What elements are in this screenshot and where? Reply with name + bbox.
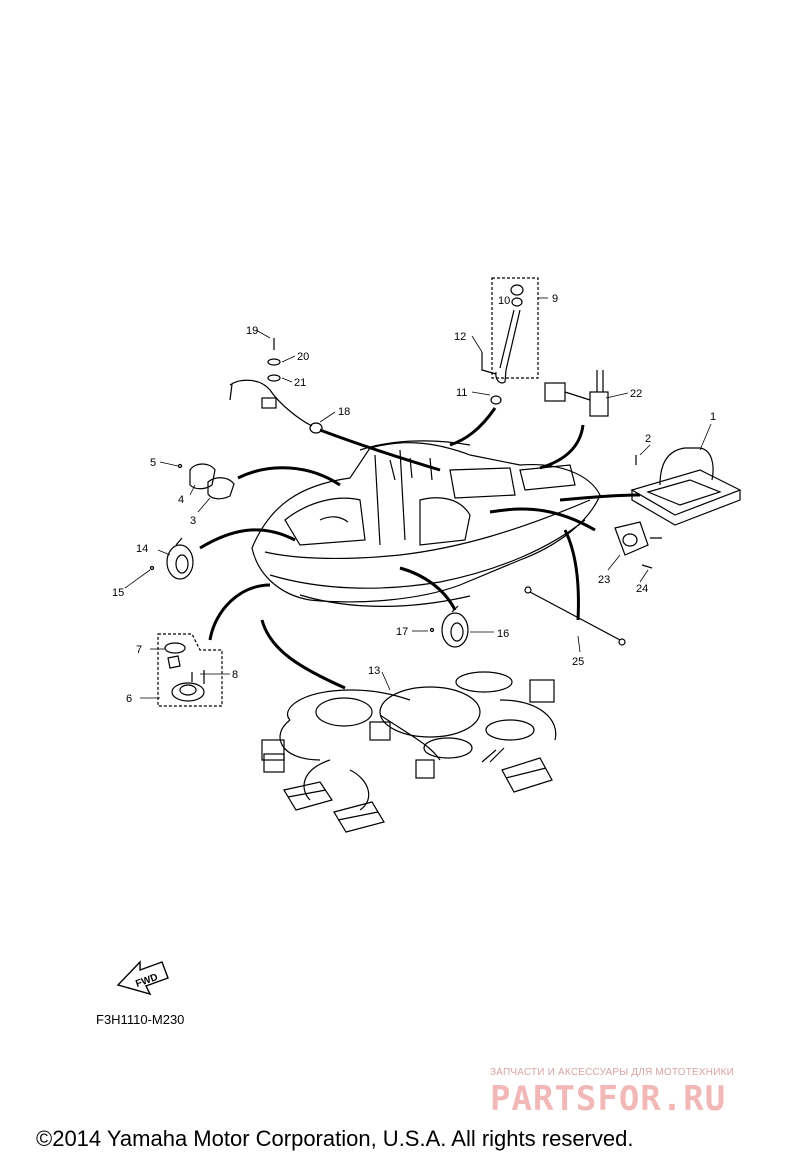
callout-8: 8 bbox=[232, 669, 238, 681]
fwd-arrow: FWD bbox=[116, 960, 169, 996]
lead-wire bbox=[524, 586, 626, 646]
diagram-code: F3H1110-M230 bbox=[96, 1012, 185, 1027]
callout-11: 11 bbox=[456, 387, 467, 399]
callout-18: 18 bbox=[338, 406, 350, 418]
callout-12: 12 bbox=[454, 331, 466, 343]
callout-labels: 1 2 3 4 5 6 7 8 9 10 11 12 13 14 15 16 1… bbox=[112, 293, 716, 705]
speaker-left bbox=[149, 537, 194, 580]
cover-plate bbox=[177, 463, 235, 500]
callout-14: 14 bbox=[136, 543, 148, 555]
callout-1: 1 bbox=[710, 411, 716, 423]
callout-19: 19 bbox=[246, 325, 258, 337]
callout-25: 25 bbox=[572, 656, 584, 668]
callout-24: 24 bbox=[636, 583, 648, 595]
callout-15: 15 bbox=[112, 587, 124, 599]
callout-20: 20 bbox=[297, 351, 309, 363]
callout-5: 5 bbox=[150, 457, 156, 469]
callout-23: 23 bbox=[598, 574, 610, 586]
sensor-22 bbox=[544, 370, 609, 417]
callout-17: 17 bbox=[396, 626, 408, 638]
callout-3: 3 bbox=[190, 515, 196, 527]
battery-box bbox=[630, 447, 742, 526]
callout-4: 4 bbox=[178, 494, 184, 506]
copyright-notice: ©2014 Yamaha Motor Corporation, U.S.A. A… bbox=[36, 1126, 634, 1151]
callout-6: 6 bbox=[126, 693, 132, 705]
callout-9: 9 bbox=[552, 293, 558, 305]
watermark-logo: PARTSFOR.RU bbox=[490, 1079, 727, 1119]
callout-13: 13 bbox=[368, 665, 380, 677]
callout-22: 22 bbox=[630, 388, 642, 400]
callout-leaders bbox=[124, 297, 712, 699]
speaker-right bbox=[429, 605, 469, 648]
vent-hose-assembly bbox=[481, 277, 539, 405]
callout-21: 21 bbox=[294, 377, 306, 389]
drain-plug-assembly bbox=[157, 633, 223, 707]
callout-2: 2 bbox=[645, 433, 651, 445]
watermark-tagline: ЗАПЧАСТИ И АКСЕССУАРЫ ДЛЯ МОТОТЕХНИКИ bbox=[490, 1067, 735, 1078]
callout-7: 7 bbox=[136, 644, 142, 656]
wire-harness bbox=[261, 671, 557, 833]
callout-16: 16 bbox=[497, 628, 509, 640]
switch-unit bbox=[614, 521, 662, 569]
ground-cable bbox=[229, 338, 323, 434]
leader-arrows bbox=[199, 407, 641, 690]
callout-10: 10 bbox=[498, 295, 510, 307]
